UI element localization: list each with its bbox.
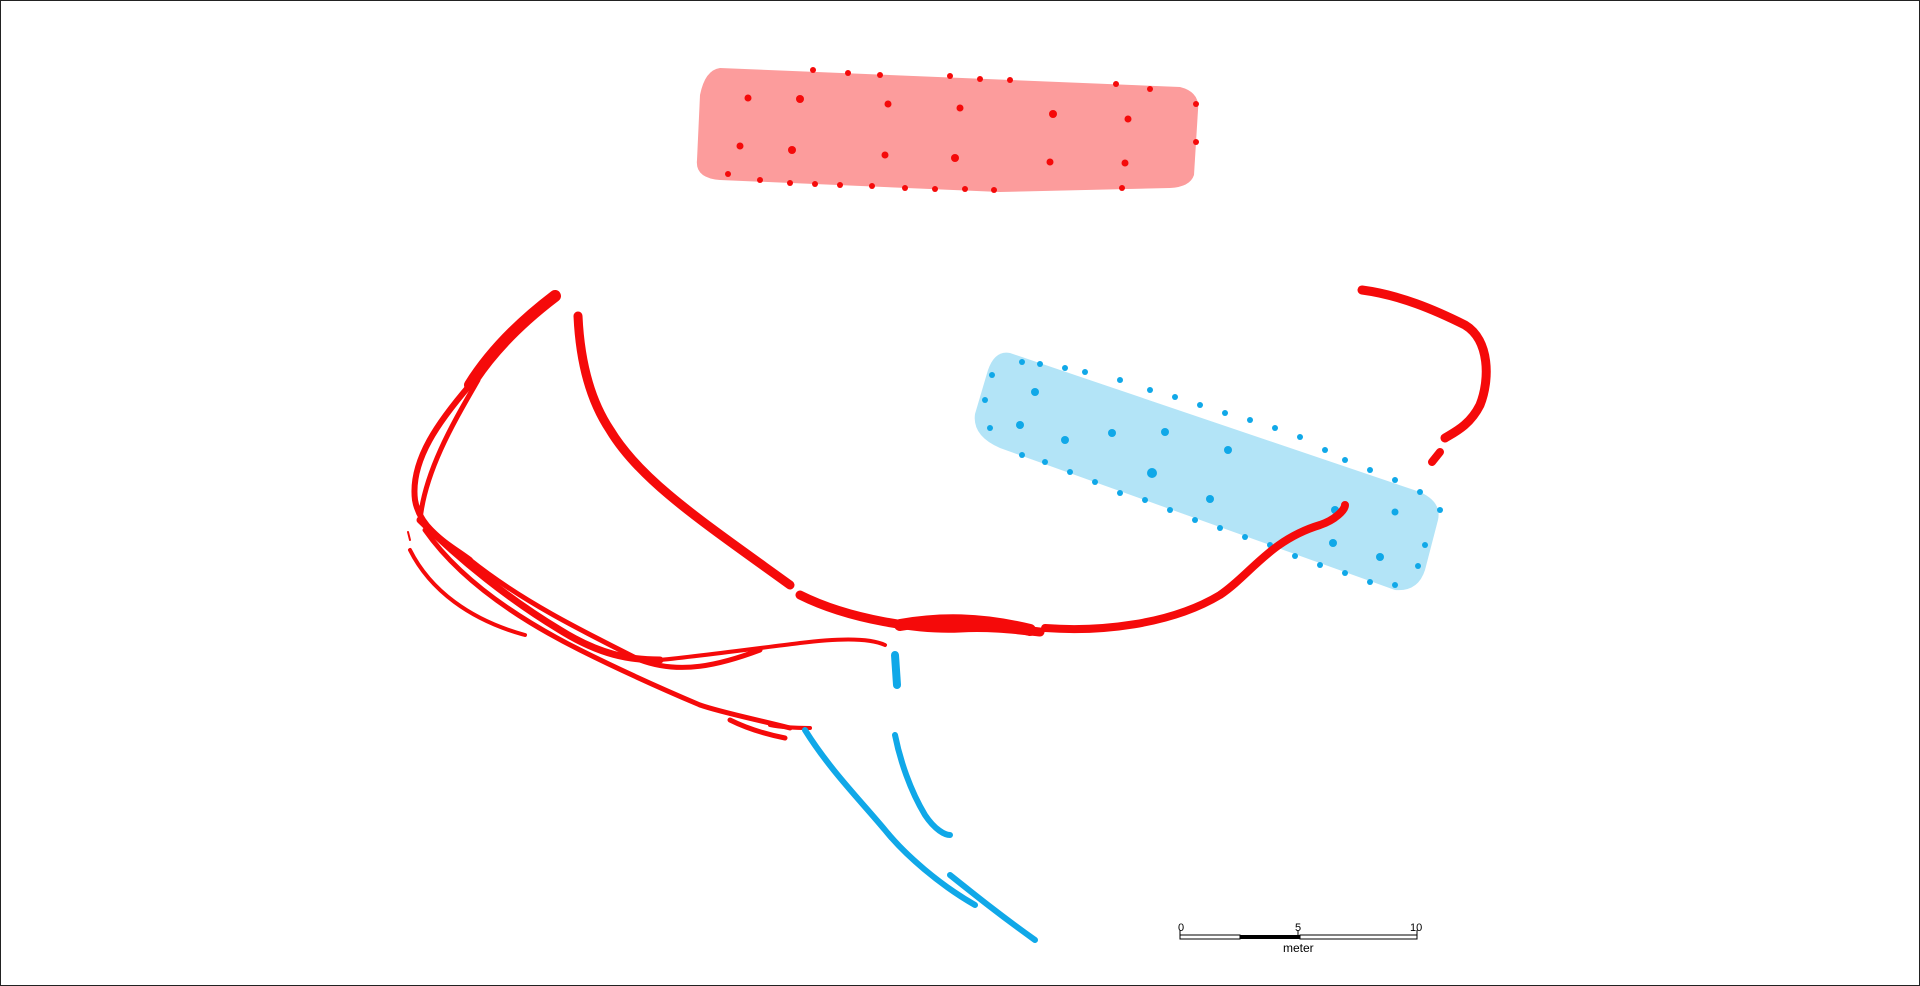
blue-postholes [982, 359, 1443, 588]
red-ditch-left-10 [727, 717, 788, 741]
red-ditch-left-5 [422, 527, 703, 708]
red-structure [696, 67, 1199, 193]
red-ditch-bulge [894, 614, 1036, 636]
scale-bar-segment-2 [1240, 935, 1300, 939]
blue-ditch-1 [802, 727, 978, 908]
scale-bar: 0 5 10 meter [1178, 922, 1422, 955]
red-postholes [725, 67, 1199, 193]
scale-bar-segment-3 [1299, 934, 1418, 940]
red-structure-fill [696, 68, 1199, 192]
red-ditch-left-7 [467, 557, 763, 670]
red-ditches [407, 285, 1491, 741]
blue-structure-fill [974, 352, 1439, 591]
blue-ditch-4 [892, 732, 953, 838]
red-ditch-left-3 [417, 377, 481, 523]
red-ditch-main-arc [573, 311, 795, 590]
scale-tick-5: 5 [1295, 922, 1301, 934]
red-ditch-left-6 [408, 548, 527, 637]
red-ditch-left-1 [464, 290, 561, 391]
blue-structure [974, 352, 1443, 591]
scale-unit: meter [1283, 941, 1314, 955]
blue-ditch-3 [891, 651, 901, 689]
scale-tick-10: 10 [1410, 922, 1422, 934]
blue-ditch-2 [947, 872, 1038, 943]
red-ditch-small [407, 531, 411, 541]
red-ditch-left-8 [658, 637, 887, 662]
red-ditch-hook [1357, 285, 1491, 443]
red-ditch-left-11 [768, 723, 812, 730]
scale-tick-0: 0 [1178, 922, 1184, 934]
red-ditch-right-arc [1041, 501, 1349, 634]
scale-bar-segment-1 [1179, 934, 1241, 940]
blue-ditches [802, 651, 1038, 943]
red-ditch-left-4 [416, 516, 664, 664]
red-ditch-hook-tail [1428, 448, 1444, 466]
